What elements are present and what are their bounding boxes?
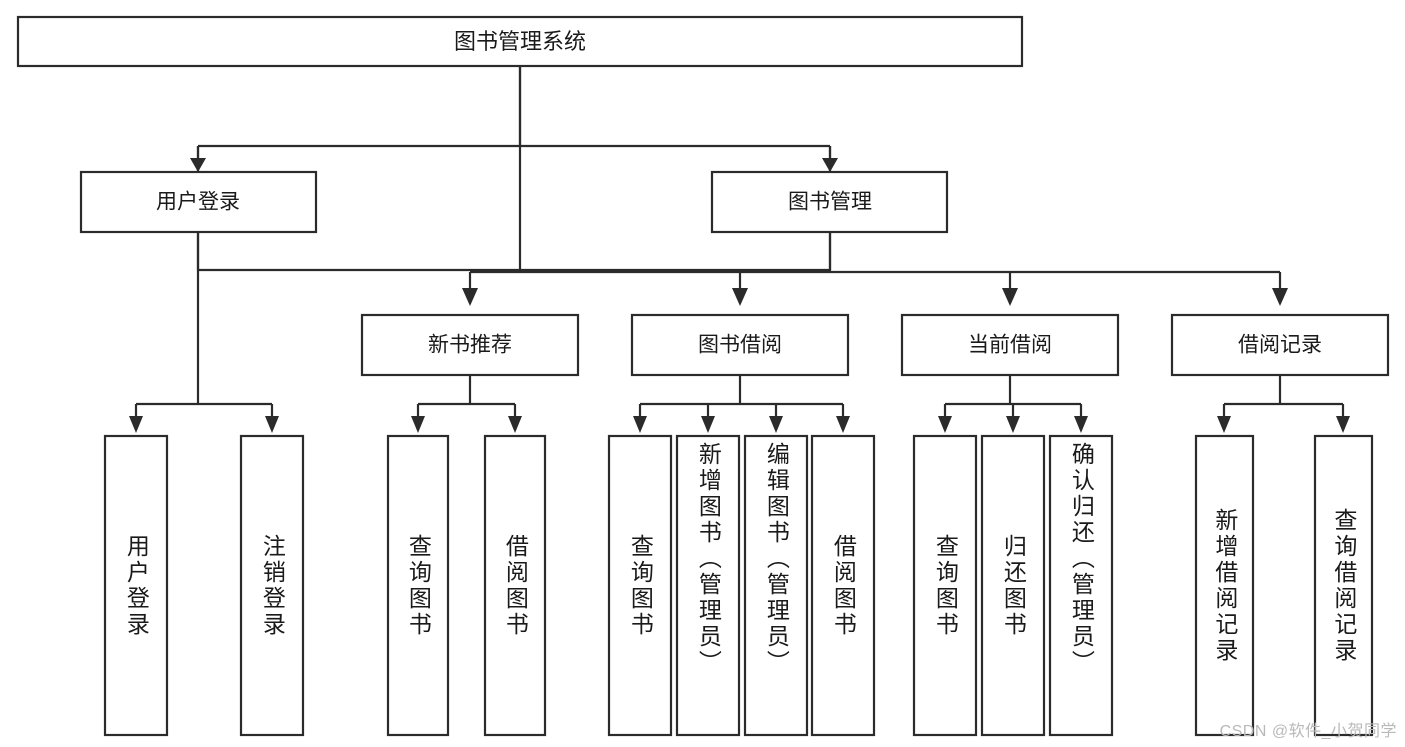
arrowhead-user-login: [190, 158, 206, 172]
arrowhead-bb-2: [701, 416, 715, 433]
connectors-bookborrow-leaves: [633, 375, 850, 433]
connectors-records-leaves: [1217, 375, 1350, 433]
leaf-box-user-login-1[interactable]: [103, 434, 169, 737]
connectors-currentborrow-leaves: [938, 375, 1088, 433]
node-current-borrow-label: 当前借阅: [968, 334, 1052, 357]
leaf-box-bookborrow-2[interactable]: [675, 434, 741, 737]
node-root-box[interactable]: [16, 15, 1024, 68]
arrowhead-borrow-records: [1272, 288, 1288, 306]
leaf-box-currentborrow-1[interactable]: [912, 434, 978, 737]
leaf-box-user-login-2[interactable]: [239, 434, 305, 737]
arrowhead-cb-1: [938, 416, 952, 433]
arrowhead-cb-3: [1074, 416, 1088, 433]
csdn-watermark: CSDN @软件_小贺同学: [1219, 723, 1397, 740]
arrowhead-new-book: [462, 288, 478, 306]
leaf-box-currentborrow-2[interactable]: [980, 434, 1046, 737]
connectors-level2: [190, 66, 838, 172]
arrowhead-ul-2: [265, 416, 279, 433]
connectors-user-login-leaves: [129, 232, 279, 433]
arrowhead-br-2: [1336, 416, 1350, 433]
arrowhead-current-borrow: [1002, 288, 1018, 306]
node-current-borrow[interactable]: 当前借阅: [900, 313, 1120, 377]
arrowhead-bb-1: [633, 416, 647, 433]
node-book-borrow-box[interactable]: [630, 313, 850, 377]
node-book-management[interactable]: 图书管理: [710, 170, 949, 234]
arrowhead-bb-3: [769, 416, 783, 433]
node-root-label: 图书管理系统: [454, 29, 586, 54]
node-current-borrow-box[interactable]: [900, 313, 1120, 377]
node-borrow-records-box[interactable]: [1170, 313, 1390, 377]
connectors-level3: [462, 232, 1288, 306]
leaf-box-records-1[interactable]: [1194, 434, 1255, 737]
arrowhead-bb-4: [836, 416, 850, 433]
leaf-box-bookborrow-4[interactable]: [810, 434, 876, 737]
node-user-login[interactable]: 用户登录: [79, 170, 318, 234]
leaf-box-bookborrow-3[interactable]: [743, 434, 809, 737]
node-book-borrow[interactable]: 图书借阅: [630, 313, 850, 377]
arrowhead-cb-2: [1006, 416, 1020, 433]
leaf-box-records-2[interactable]: [1313, 434, 1374, 737]
arrowhead-book-mgmt: [822, 158, 838, 172]
node-borrow-records[interactable]: 借阅记录: [1170, 313, 1390, 377]
leaf-box-newbook-2[interactable]: [483, 434, 547, 737]
node-book-management-label: 图书管理: [788, 191, 872, 214]
node-new-book-recommend[interactable]: 新书推荐: [360, 313, 580, 377]
leaf-box-newbook-1[interactable]: [386, 434, 450, 737]
connectors: [196, 66, 832, 272]
node-book-borrow-label: 图书借阅: [698, 334, 782, 357]
node-user-login-label: 用户登录: [156, 191, 240, 214]
node-new-book-recommend-label: 新书推荐: [428, 334, 512, 357]
node-borrow-records-label: 借阅记录: [1238, 334, 1322, 357]
connectors-newbook-leaves: [411, 375, 522, 433]
arrowhead-br-1: [1217, 416, 1231, 433]
node-book-management-box[interactable]: [710, 170, 949, 234]
node-root[interactable]: 图书管理系统: [16, 15, 1024, 68]
node-new-book-recommend-box[interactable]: [360, 313, 580, 377]
arrowhead-ul-1: [129, 416, 143, 433]
leaf-box-currentborrow-3[interactable]: [1048, 434, 1114, 737]
arrowhead-nb-2: [508, 416, 522, 433]
arrowhead-book-borrow: [732, 288, 748, 306]
leaf-box-bookborrow-1[interactable]: [607, 434, 673, 737]
node-user-login-box[interactable]: [79, 170, 318, 234]
arrowhead-nb-1: [411, 416, 425, 433]
